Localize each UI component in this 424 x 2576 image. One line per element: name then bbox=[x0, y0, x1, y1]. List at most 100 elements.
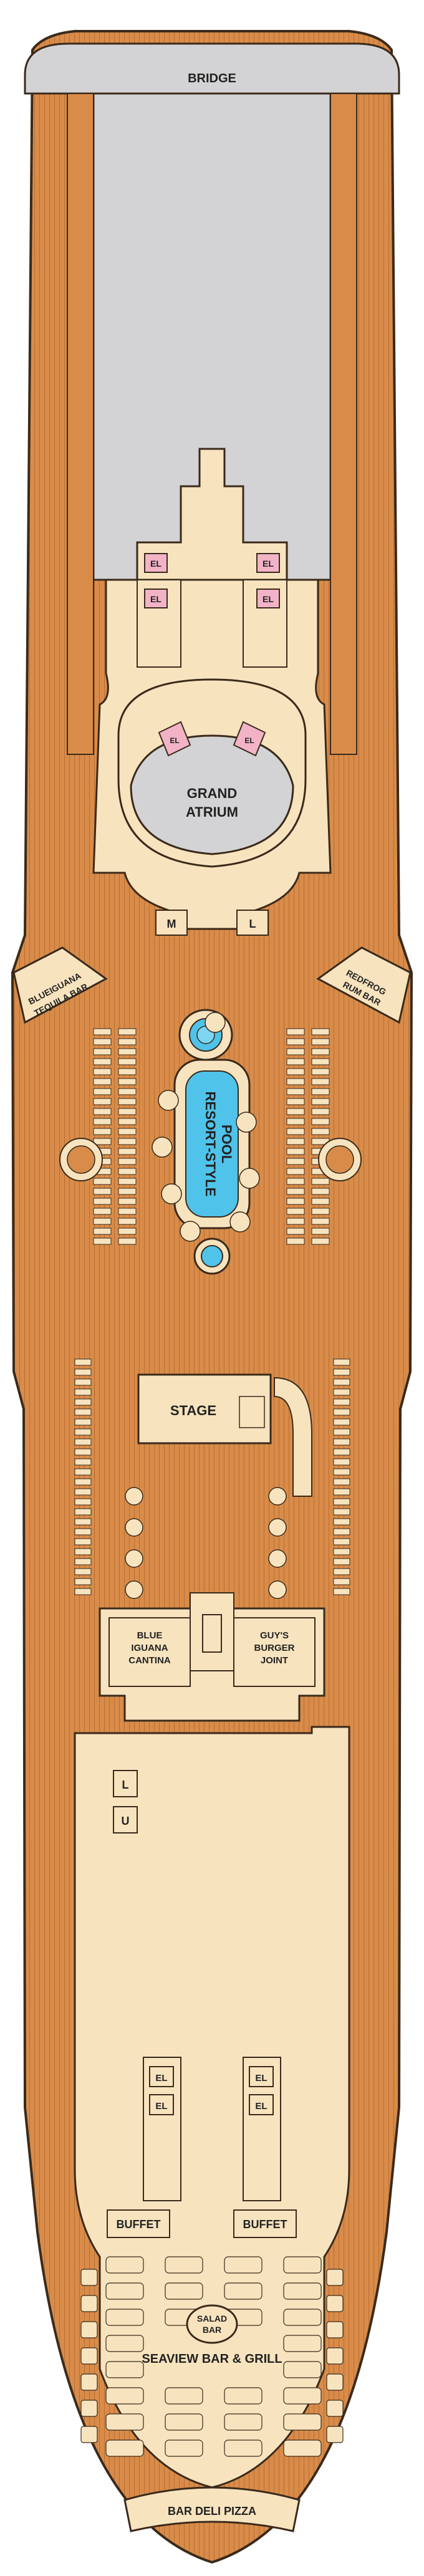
lounger bbox=[118, 1118, 137, 1125]
lounger bbox=[333, 1468, 350, 1476]
lounger bbox=[311, 1178, 330, 1185]
lounger bbox=[74, 1538, 92, 1545]
aft-elevators bbox=[143, 2057, 281, 2201]
lounger bbox=[93, 1098, 112, 1105]
lounger bbox=[118, 1128, 137, 1135]
lounger bbox=[118, 1068, 137, 1075]
lounger bbox=[311, 1128, 330, 1135]
dining-table bbox=[224, 2387, 263, 2405]
lounger bbox=[311, 1238, 330, 1245]
pool-line-1: RESORT-STYLE bbox=[203, 1092, 218, 1197]
burger-line-1: GUY'S bbox=[260, 1630, 289, 1641]
lounger bbox=[118, 1198, 137, 1205]
dining-table bbox=[80, 2295, 98, 2312]
lounger bbox=[333, 1488, 350, 1496]
dining-table bbox=[80, 2269, 98, 2286]
elevator-l2 bbox=[144, 589, 168, 608]
palm-tree-icon bbox=[268, 1487, 287, 1506]
lounger bbox=[286, 1028, 305, 1036]
elevator-label: EL bbox=[150, 594, 161, 604]
lounger bbox=[74, 1358, 92, 1366]
dining-table bbox=[326, 2321, 344, 2338]
dining-table bbox=[80, 2373, 98, 2391]
palm-tree-icon bbox=[205, 1012, 226, 1033]
lounger bbox=[333, 1388, 350, 1396]
buffet-right-label: BUFFET bbox=[243, 2218, 287, 2231]
pool-area: RESORT-STYLE POOL bbox=[173, 1009, 251, 1275]
dining-table bbox=[326, 2373, 344, 2391]
right-track bbox=[330, 93, 357, 755]
atrium-elevators bbox=[158, 721, 266, 757]
lounger bbox=[286, 1238, 305, 1245]
palm-trees bbox=[125, 1012, 287, 1599]
dining-table bbox=[283, 2361, 322, 2378]
bridge-cap bbox=[24, 42, 400, 95]
lounger-rows bbox=[74, 1028, 350, 1595]
lounger bbox=[286, 1218, 305, 1225]
lounger bbox=[74, 1408, 92, 1416]
restroom-l-label: L bbox=[122, 1779, 129, 1791]
elevator-label: EL bbox=[263, 559, 274, 569]
palm-tree-icon bbox=[152, 1137, 173, 1158]
lounger bbox=[74, 1428, 92, 1436]
lounger bbox=[333, 1528, 350, 1536]
buffet-right bbox=[233, 2209, 297, 2238]
cantina-line-3: CANTINA bbox=[128, 1655, 171, 1666]
elevator-label: EL bbox=[155, 2101, 167, 2112]
lounger bbox=[333, 1438, 350, 1446]
lounger bbox=[93, 1038, 112, 1045]
lounger bbox=[311, 1088, 330, 1095]
elevator-label: EL bbox=[170, 736, 179, 745]
lounger bbox=[286, 1058, 305, 1065]
lounger bbox=[333, 1418, 350, 1426]
dining-table bbox=[224, 2413, 263, 2431]
lounger bbox=[118, 1158, 137, 1165]
dining-table bbox=[105, 2361, 144, 2378]
lounger bbox=[93, 1028, 112, 1036]
dining-table bbox=[105, 2413, 144, 2431]
lounger bbox=[118, 1038, 137, 1045]
lounger bbox=[74, 1398, 92, 1406]
lounger bbox=[311, 1038, 330, 1045]
lounger bbox=[333, 1358, 350, 1366]
dining-table bbox=[283, 2413, 322, 2431]
lounger bbox=[286, 1208, 305, 1215]
burger-line-2: BURGER bbox=[254, 1643, 294, 1653]
lounger bbox=[93, 1198, 112, 1205]
dining-table bbox=[224, 2439, 263, 2457]
dining-table bbox=[105, 2387, 144, 2405]
stair-m-label: M bbox=[167, 918, 176, 930]
lounger bbox=[333, 1588, 350, 1595]
lounger bbox=[286, 1138, 305, 1145]
lounger bbox=[311, 1028, 330, 1036]
lounger bbox=[333, 1568, 350, 1575]
lounger bbox=[311, 1058, 330, 1065]
lounger bbox=[74, 1578, 92, 1585]
dining-table bbox=[326, 2400, 344, 2417]
stage-label: STAGE bbox=[170, 1403, 216, 1418]
lounger bbox=[74, 1558, 92, 1565]
lounger bbox=[74, 1548, 92, 1555]
dining-table bbox=[165, 2256, 203, 2274]
dining-table bbox=[165, 2413, 203, 2431]
lounger bbox=[118, 1078, 137, 1085]
restroom-l bbox=[113, 1770, 138, 1797]
lounger bbox=[118, 1058, 137, 1065]
lounger bbox=[93, 1228, 112, 1235]
lounger bbox=[333, 1508, 350, 1516]
cantina-line-2: IGUANA bbox=[131, 1643, 168, 1653]
lounger bbox=[118, 1238, 137, 1245]
lounger bbox=[118, 1178, 137, 1185]
lounger bbox=[286, 1118, 305, 1125]
lounger bbox=[74, 1418, 92, 1426]
burger-line-3: JOINT bbox=[261, 1655, 288, 1666]
dining-table bbox=[105, 2309, 144, 2326]
lounger bbox=[93, 1128, 112, 1135]
left-track bbox=[67, 93, 94, 755]
lounger bbox=[286, 1148, 305, 1155]
lounger bbox=[93, 1208, 112, 1215]
lounger bbox=[286, 1068, 305, 1075]
dining-table bbox=[326, 2426, 344, 2443]
lounger bbox=[311, 1068, 330, 1075]
dining-table bbox=[80, 2347, 98, 2365]
